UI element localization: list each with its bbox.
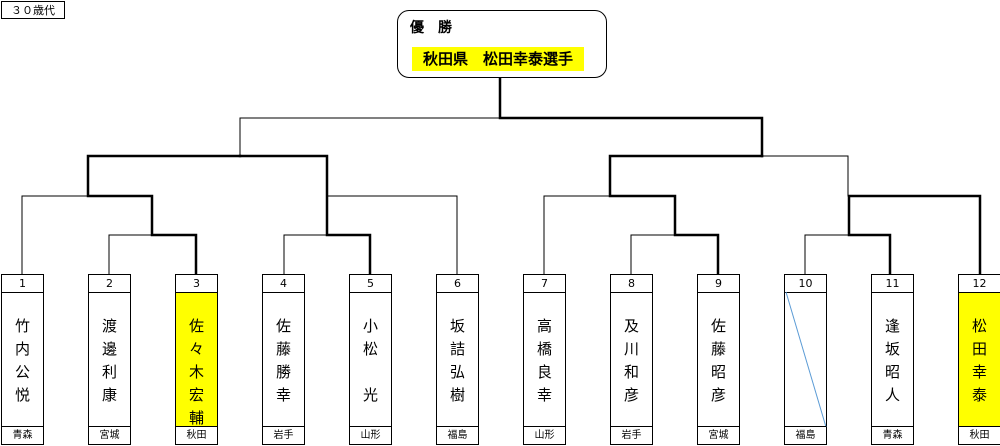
- entry-player-name: 佐 藤 勝 幸: [275, 317, 291, 404]
- entry-prefecture: 福島: [437, 426, 478, 444]
- entry-prefecture: 秋田: [176, 426, 217, 444]
- entry-prefecture: 秋田: [959, 426, 1000, 444]
- entry-seed: 5: [350, 275, 391, 293]
- champion-name: 秋田県 松田幸泰選手: [412, 47, 584, 71]
- entry-player-name: 高 橋 良 幸: [536, 317, 552, 404]
- entry-prefecture: 青森: [872, 426, 913, 444]
- entry-seed: 8: [611, 275, 652, 293]
- champion-heading: 優勝: [410, 20, 466, 36]
- entry-prefecture: 宮城: [89, 426, 130, 444]
- entry-card: 5 小 松 光山形: [349, 274, 392, 445]
- entry-seed: 10: [785, 275, 826, 293]
- entry-seed: 2: [89, 275, 130, 293]
- entry-card: 1 竹 内 公 悦青森: [1, 274, 44, 445]
- entry-seed: 4: [263, 275, 304, 293]
- entry-card: 12 松 田 幸 泰秋田: [958, 274, 1000, 445]
- entry-card: 9 佐 藤 昭 彦宮城: [697, 274, 740, 445]
- entry-prefecture: 福島: [785, 426, 826, 444]
- entry-prefecture: 山形: [524, 426, 565, 444]
- entry-card: 3 佐 々 木 宏 輔秋田: [175, 274, 218, 445]
- entry-seed: 3: [176, 275, 217, 293]
- entry-seed: 11: [872, 275, 913, 293]
- bracket-lines-thin: [21, 117, 850, 275]
- entry-player-name: 佐 々 木 宏 輔: [188, 317, 204, 427]
- bye-slash: [785, 291, 827, 428]
- entry-prefecture: 岩手: [611, 426, 652, 444]
- entry-player-name: 松 田 幸 泰: [971, 317, 987, 404]
- entry-player-name: 及 川 和 彦: [623, 317, 639, 404]
- entry-seed: 6: [437, 275, 478, 293]
- entry-player-name: 渡 邊 利 康: [101, 317, 117, 404]
- bracket-lines-thick: [86, 76, 982, 276]
- entry-card: 4 佐 藤 勝 幸岩手: [262, 274, 305, 445]
- entry-player-name: 坂 詰 弘 樹: [449, 317, 465, 404]
- entry-seed: 12: [959, 275, 1000, 293]
- entry-card: 11 逢 坂 昭 人青森: [871, 274, 914, 445]
- entry-player-name: 竹 内 公 悦: [14, 317, 30, 404]
- entry-prefecture: 宮城: [698, 426, 739, 444]
- age-category-label: ３０歳代: [1, 1, 65, 19]
- entry-card: 8 及 川 和 彦岩手: [610, 274, 653, 445]
- entry-card: 10 福島: [784, 274, 827, 445]
- entry-prefecture: 岩手: [263, 426, 304, 444]
- entry-seed: 9: [698, 275, 739, 293]
- entry-player-name: 逢 坂 昭 人: [884, 317, 900, 404]
- entry-seed: 1: [2, 275, 43, 293]
- entry-card: 7 高 橋 良 幸山形: [523, 274, 566, 445]
- entry-prefecture: 青森: [2, 426, 43, 444]
- champion-box: 優勝 秋田県 松田幸泰選手: [397, 10, 607, 78]
- entry-card: 2 渡 邊 利 康宮城: [88, 274, 131, 445]
- entry-player-name: 佐 藤 昭 彦: [710, 317, 726, 404]
- entry-prefecture: 山形: [350, 426, 391, 444]
- entry-player-name: 小 松 光: [362, 317, 378, 404]
- entry-seed: 7: [524, 275, 565, 293]
- entry-card: 6 坂 詰 弘 樹福島: [436, 274, 479, 445]
